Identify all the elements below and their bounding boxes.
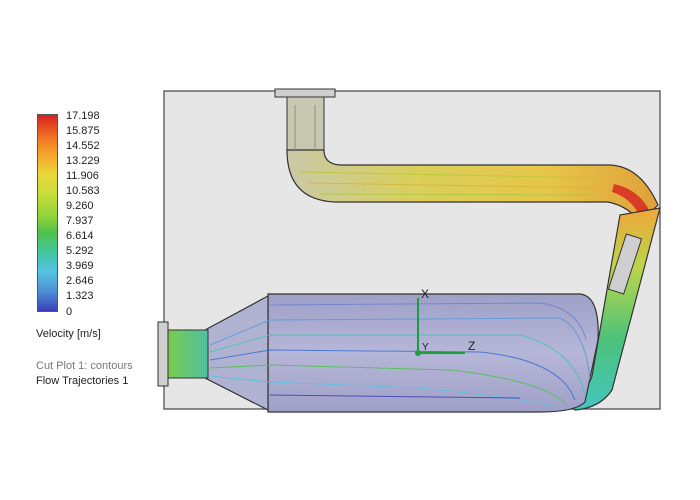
legend-tick: 11.906 (66, 170, 99, 182)
legend-tick: 13.229 (66, 155, 100, 167)
legend-tick: 7.937 (66, 215, 94, 227)
mid-flange (607, 233, 643, 295)
legend-tick: 6.614 (66, 230, 94, 242)
outlet-flange (274, 88, 336, 98)
legend-title: Velocity [m/s] (36, 328, 101, 340)
flow-trajectories-label: Flow Trajectories 1 (36, 375, 129, 387)
axis-x-label: X (421, 287, 429, 301)
flow-trajectories (209, 105, 606, 407)
inlet-flange (157, 321, 169, 387)
legend-tick: 17.198 (66, 110, 100, 122)
legend-tick: 1.323 (66, 290, 94, 302)
velocity-legend: 17.198 15.875 14.552 13.229 11.906 10.58… (0, 0, 170, 500)
legend-tick: 3.969 (66, 260, 94, 272)
legend-tick: 2.646 (66, 275, 94, 287)
cut-plot-label: Cut Plot 1: contours (36, 360, 133, 372)
legend-tick: 0 (66, 306, 73, 318)
outlet-riser (286, 96, 325, 153)
legend-tick: 9.260 (66, 200, 94, 212)
color-scale-bar (37, 114, 58, 312)
axis-triad: X Y Z (415, 287, 475, 356)
legend-tick: 15.875 (66, 125, 100, 137)
legend-tick: 10.583 (66, 185, 100, 197)
inlet-pipe (165, 329, 209, 379)
legend-tick: 14.552 (66, 140, 100, 152)
axis-y-label: Y (422, 342, 429, 353)
axis-z-label: Z (468, 339, 475, 353)
legend-tick: 5.292 (66, 245, 94, 257)
